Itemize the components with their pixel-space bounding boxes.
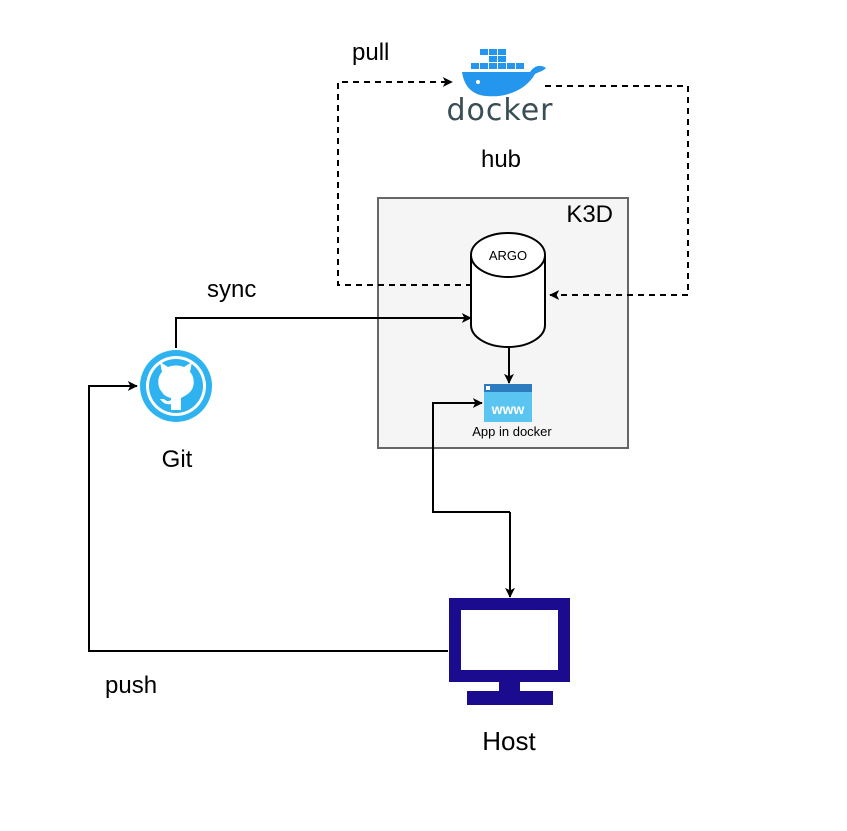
monitor-icon bbox=[449, 598, 570, 705]
app-in-docker-label: App in docker bbox=[472, 424, 552, 439]
sync-label: sync bbox=[207, 276, 256, 303]
git-label: Git bbox=[162, 446, 193, 473]
pull-connector-left bbox=[337, 77, 472, 286]
docker-logo-text: docker bbox=[447, 93, 554, 128]
push-label: push bbox=[105, 672, 157, 699]
hub-label: hub bbox=[481, 146, 521, 173]
github-octocat-icon bbox=[140, 350, 212, 422]
sync-connector bbox=[175, 313, 472, 348]
k3d-label: K3D bbox=[566, 201, 613, 228]
pull-connector-right bbox=[545, 85, 689, 300]
argo-label: ARGO bbox=[489, 248, 527, 263]
push-connector bbox=[88, 381, 448, 652]
host-to-app-connector bbox=[432, 398, 510, 513]
web-browser-icon bbox=[484, 384, 532, 422]
pull-label: pull bbox=[352, 39, 389, 66]
argo-cylinder bbox=[470, 232, 546, 348]
docker-whale-icon bbox=[462, 49, 546, 97]
host-label: Host bbox=[482, 726, 536, 756]
www-label: www bbox=[491, 401, 525, 417]
